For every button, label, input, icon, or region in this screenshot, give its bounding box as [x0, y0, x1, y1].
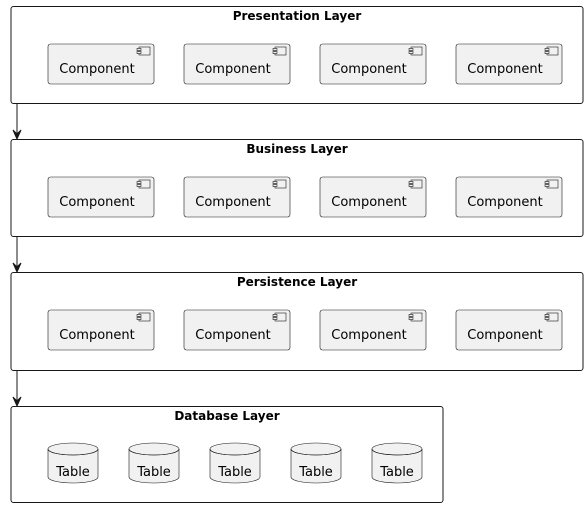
table-label: Table	[55, 465, 90, 480]
database-cylinder-icon	[290, 449, 342, 484]
presentation-component-3: Component	[319, 43, 427, 85]
database-table-1: Table	[47, 442, 99, 484]
component-icon	[408, 46, 423, 56]
component-box	[455, 309, 563, 351]
arrowhead-icon	[12, 396, 22, 408]
persistence-component-2: Component	[183, 309, 291, 351]
presentation-layer: Presentation Layer Component Component	[10, 6, 584, 104]
persistence-component-3: Component	[319, 309, 427, 351]
database-table-4: Table	[290, 442, 342, 484]
component-box	[47, 309, 155, 351]
connector-business-to-persistence	[12, 236, 22, 274]
component-label: Component	[331, 328, 406, 343]
business-layer: Business Layer Component Component	[10, 139, 584, 237]
arrowhead-icon	[12, 129, 22, 141]
component-icon	[136, 46, 151, 56]
component-label: Component	[195, 328, 270, 343]
database-cylinder-icon	[47, 449, 99, 484]
component-label: Component	[467, 62, 542, 77]
component-box	[319, 176, 427, 218]
connector-persistence-to-database	[12, 370, 22, 408]
component-label: Component	[195, 195, 270, 210]
database-table-5: Table	[371, 442, 423, 484]
connector-presentation-to-business	[12, 103, 22, 141]
component-icon	[408, 312, 423, 322]
component-label: Component	[467, 328, 542, 343]
component-box	[47, 176, 155, 218]
database-layer: Database Layer Table Table Table Table	[10, 406, 444, 503]
component-icon	[136, 312, 151, 322]
component-icon	[544, 46, 559, 56]
persistence-component-1: Component	[47, 309, 155, 351]
component-label: Component	[59, 195, 134, 210]
component-box	[455, 176, 563, 218]
component-box	[183, 309, 291, 351]
component-box	[455, 43, 563, 85]
table-label: Table	[136, 465, 171, 480]
database-table-2: Table	[128, 442, 180, 484]
business-component-1: Component	[47, 176, 155, 218]
table-label: Table	[217, 465, 252, 480]
component-label: Component	[59, 328, 134, 343]
business-component-2: Component	[183, 176, 291, 218]
component-label: Component	[331, 195, 406, 210]
presentation-component-1: Component	[47, 43, 155, 85]
component-label: Component	[195, 62, 270, 77]
component-icon	[544, 179, 559, 189]
table-label: Table	[298, 465, 333, 480]
component-icon	[272, 179, 287, 189]
database-table-3: Table	[209, 442, 261, 484]
component-box	[183, 43, 291, 85]
persistence-layer-title: Persistence Layer	[237, 275, 357, 289]
component-icon	[272, 46, 287, 56]
business-component-4: Component	[455, 176, 563, 218]
database-layer-title: Database Layer	[174, 409, 279, 423]
component-box	[47, 43, 155, 85]
component-icon	[408, 179, 423, 189]
presentation-layer-title: Presentation Layer	[233, 9, 362, 23]
business-layer-title: Business Layer	[246, 142, 347, 156]
database-cylinder-icon	[209, 449, 261, 484]
database-cylinder-icon	[371, 449, 423, 484]
component-label: Component	[467, 195, 542, 210]
component-label: Component	[59, 62, 134, 77]
component-icon	[272, 312, 287, 322]
component-icon	[136, 179, 151, 189]
arrowhead-icon	[12, 262, 22, 274]
component-icon	[544, 312, 559, 322]
table-label: Table	[379, 465, 414, 480]
presentation-component-4: Component	[455, 43, 563, 85]
persistence-layer: Persistence Layer Component Component	[10, 272, 584, 371]
business-component-3: Component	[319, 176, 427, 218]
component-box	[319, 309, 427, 351]
database-cylinder-icon	[128, 449, 180, 484]
presentation-component-2: Component	[183, 43, 291, 85]
persistence-component-4: Component	[455, 309, 563, 351]
component-box	[183, 176, 291, 218]
component-box	[319, 43, 427, 85]
component-label: Component	[331, 62, 406, 77]
